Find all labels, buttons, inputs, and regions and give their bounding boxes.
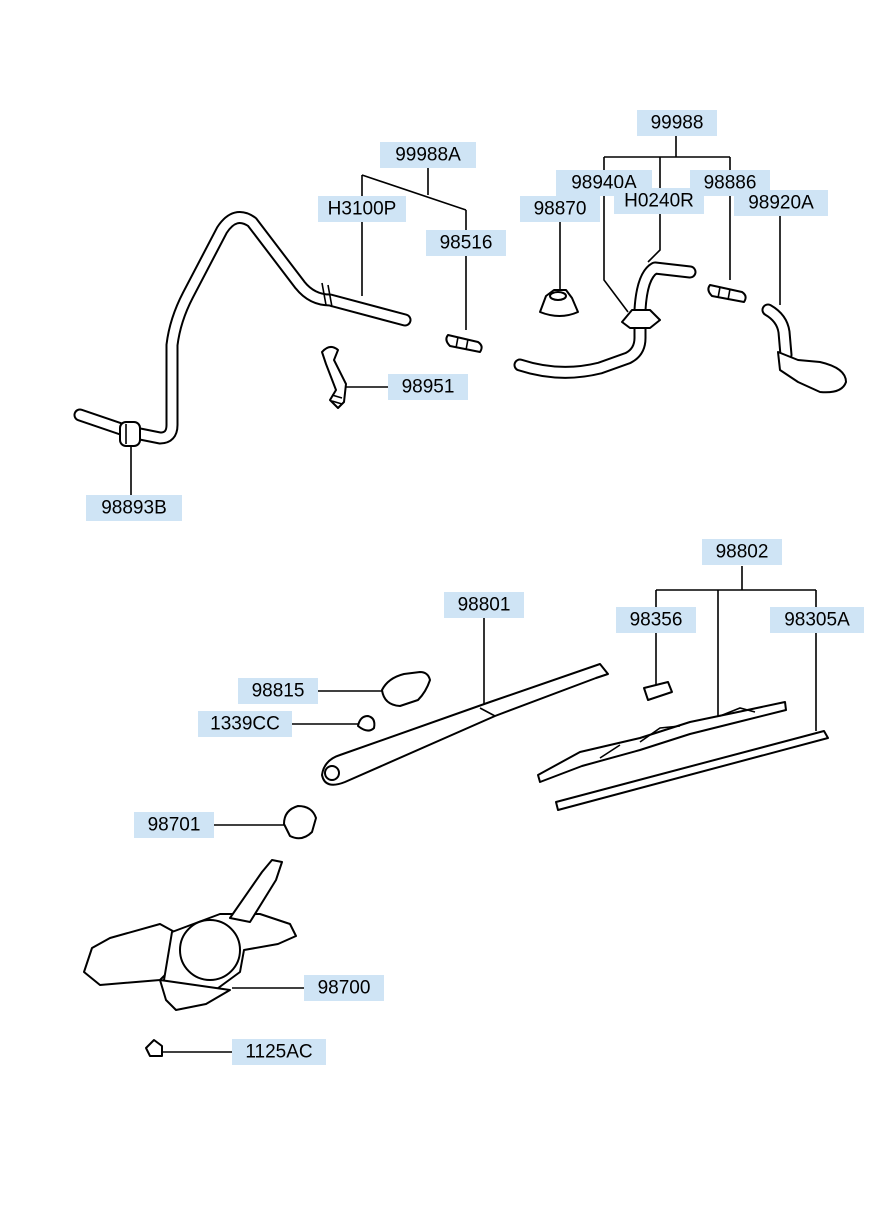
washer-hose (73, 211, 412, 445)
label-h3100p: H3100P (318, 196, 406, 222)
wiper-blade-rubber-98305a (555, 730, 829, 811)
label-98801: 98801 (444, 592, 524, 618)
svg-text:98870: 98870 (534, 199, 587, 220)
hose-connector-98886 (707, 284, 747, 303)
bolt-1125ac (145, 1039, 163, 1057)
svg-text:98815: 98815 (252, 681, 305, 702)
blade-clip-98356 (643, 681, 673, 701)
label-98305a: 98305A (770, 607, 864, 633)
svg-text:98951: 98951 (402, 377, 455, 398)
label-98356: 98356 (616, 607, 696, 633)
svg-text:1125AC: 1125AC (245, 1042, 312, 1063)
washer-hose-right (513, 261, 697, 379)
label-98920a: 98920A (734, 190, 828, 216)
svg-text:98356: 98356 (630, 610, 683, 631)
svg-text:98305A: 98305A (784, 610, 850, 631)
label-98701: 98701 (134, 812, 214, 838)
svg-text:98516: 98516 (440, 233, 493, 254)
svg-text:99988: 99988 (651, 113, 704, 134)
label-98815: 98815 (238, 678, 318, 704)
hose-connector-98516 (445, 334, 483, 353)
label-98802: 98802 (702, 539, 782, 565)
hose-end-98920a (761, 303, 847, 394)
hose-grommet-98893b (119, 421, 141, 447)
label-98893b: 98893B (86, 495, 182, 521)
label-98951: 98951 (388, 374, 468, 400)
svg-text:H3100P: H3100P (328, 199, 397, 220)
motor-cap-98701 (283, 805, 317, 840)
label-1339cc: 1339CC (198, 711, 292, 737)
wiper-motor-98700 (83, 859, 297, 1011)
svg-text:98700: 98700 (318, 978, 371, 999)
svg-text:98920A: 98920A (748, 193, 814, 214)
leader-lines (130, 135, 817, 1053)
arm-cap-98815 (381, 671, 431, 707)
washer-nozzle-98870 (539, 289, 579, 317)
svg-text:98801: 98801 (458, 595, 511, 616)
label-99988: 99988 (637, 110, 717, 136)
label-99988a: 99988A (380, 142, 476, 168)
label-98700: 98700 (304, 975, 384, 1001)
label-1125ac: 1125AC (232, 1039, 326, 1065)
hose-clip-98951 (321, 346, 347, 409)
label-98516: 98516 (426, 230, 506, 256)
label-h0240r: H0240R (614, 188, 704, 214)
svg-text:98893B: 98893B (101, 498, 167, 519)
wiper-blade-98802 (537, 701, 787, 783)
wiper-arm-98801 (321, 663, 609, 786)
svg-text:98701: 98701 (148, 815, 201, 836)
svg-text:1339CC: 1339CC (210, 714, 280, 735)
nut-1339cc (357, 715, 376, 732)
svg-text:99988A: 99988A (395, 145, 461, 166)
svg-text:98886: 98886 (704, 173, 757, 194)
label-98870: 98870 (520, 196, 600, 222)
svg-text:98802: 98802 (716, 542, 769, 563)
svg-text:H0240R: H0240R (624, 191, 694, 212)
